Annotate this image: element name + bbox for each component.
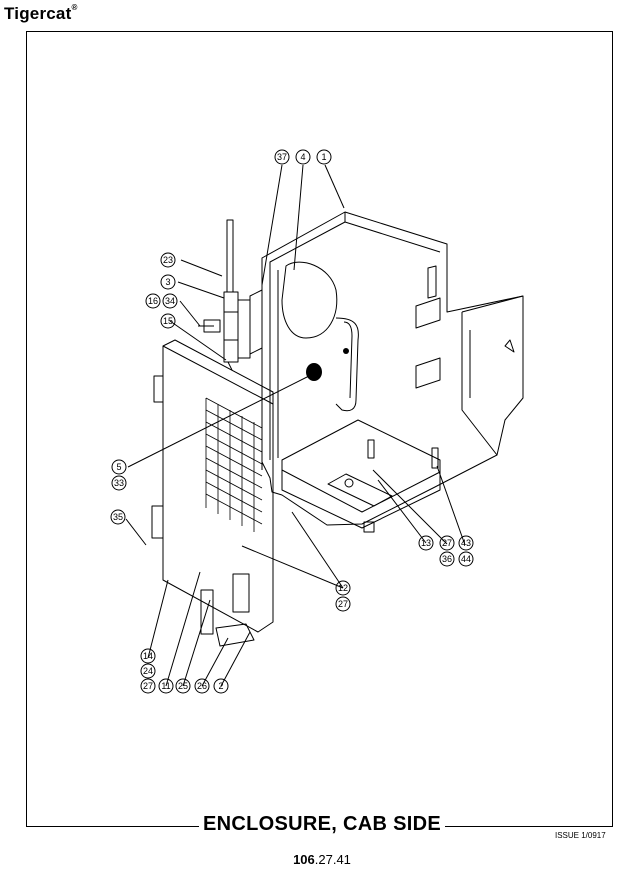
svg-text:24: 24 — [143, 666, 153, 676]
callout-24: 24 — [140, 663, 156, 679]
page-title: ENCLOSURE, CAB SIDE — [0, 813, 644, 836]
callout-33: 33 — [111, 475, 127, 491]
callout-13: 13 — [418, 535, 434, 551]
callout-5: 5 — [111, 459, 127, 475]
svg-text:35: 35 — [113, 512, 123, 522]
callout-11: 11 — [158, 678, 174, 694]
svg-text:27: 27 — [442, 538, 452, 548]
svg-text:2: 2 — [218, 681, 223, 691]
page-number: 106.27.41 — [293, 852, 351, 867]
callout-15: 15 — [160, 313, 176, 329]
svg-text:36: 36 — [442, 554, 452, 564]
callout-14: 14 — [140, 648, 156, 664]
svg-text:33: 33 — [114, 478, 124, 488]
callout-27-mid: 27 — [335, 596, 351, 612]
callout-2: 2 — [213, 678, 229, 694]
callout-16: 16 — [145, 293, 161, 309]
svg-text:44: 44 — [461, 554, 471, 564]
callout-26: 26 — [194, 678, 210, 694]
callout-27-bottom: 27 — [140, 678, 156, 694]
svg-text:16: 16 — [148, 296, 158, 306]
callout-44: 44 — [458, 551, 474, 567]
callout-27-right: 27 — [439, 535, 455, 551]
svg-text:27: 27 — [338, 599, 348, 609]
callout-36: 36 — [439, 551, 455, 567]
svg-text:3: 3 — [165, 277, 170, 287]
callout-3: 3 — [160, 274, 176, 290]
callout-4: 4 — [295, 149, 311, 165]
callout-23: 23 — [160, 252, 176, 268]
callout-43: 43 — [458, 535, 474, 551]
svg-text:37: 37 — [277, 152, 287, 162]
svg-text:26: 26 — [197, 681, 207, 691]
svg-text:43: 43 — [461, 538, 471, 548]
callout-34: 34 — [162, 293, 178, 309]
svg-text:4: 4 — [300, 152, 305, 162]
svg-text:34: 34 — [165, 296, 175, 306]
svg-text:27: 27 — [143, 681, 153, 691]
callout-12: 12 — [335, 580, 351, 596]
svg-text:11: 11 — [161, 681, 170, 691]
callout-37: 37 — [274, 149, 290, 165]
svg-text:23: 23 — [163, 255, 173, 265]
issue-label: ISSUE 1/0917 — [555, 831, 606, 840]
svg-text:12: 12 — [338, 583, 348, 593]
svg-text:15: 15 — [163, 316, 173, 326]
callout-25: 25 — [175, 678, 191, 694]
svg-text:25: 25 — [178, 681, 188, 691]
svg-text:14: 14 — [143, 651, 153, 661]
brand-logo: Tigercat® — [4, 3, 78, 23]
svg-text:13: 13 — [421, 538, 431, 548]
svg-text:1: 1 — [321, 152, 326, 162]
svg-text:5: 5 — [116, 462, 121, 472]
callout-1: 1 — [316, 149, 332, 165]
callout-35: 35 — [110, 509, 126, 525]
